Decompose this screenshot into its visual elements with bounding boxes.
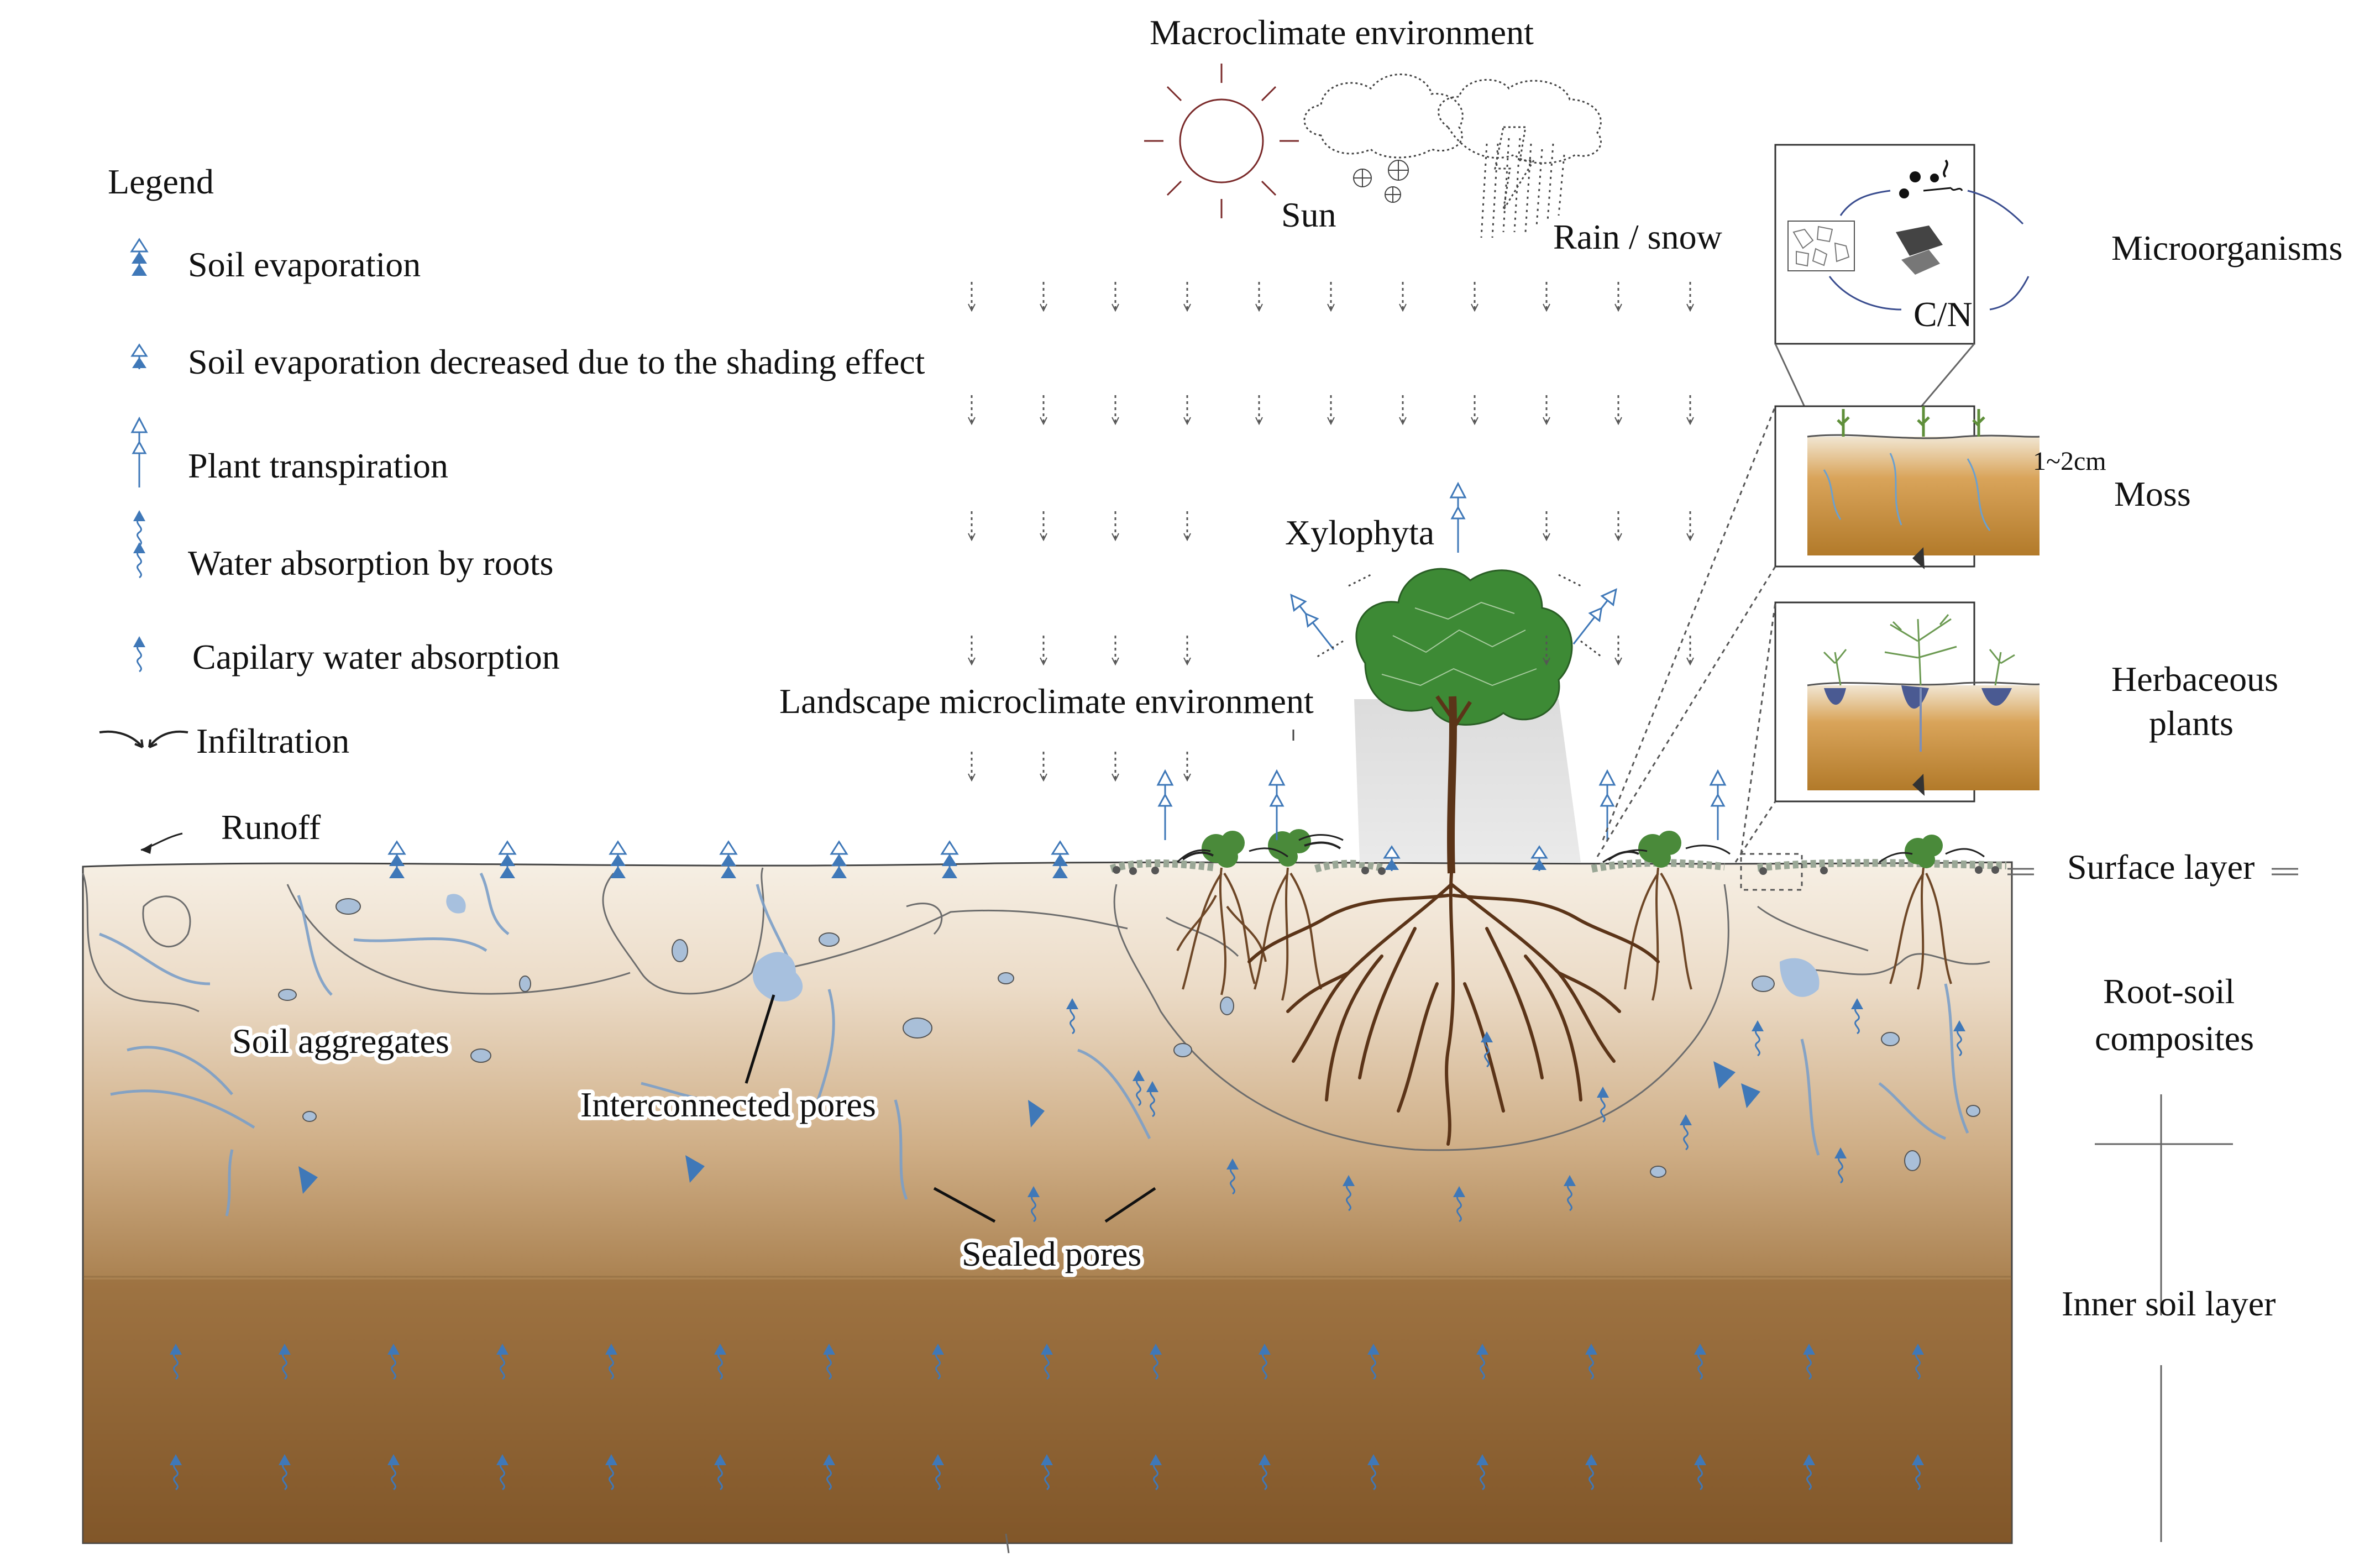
rain-snow-label: Rain / snow (1553, 217, 1722, 256)
soil-profile (82, 861, 2013, 1544)
rain-drop-arrow (1111, 510, 1120, 541)
xylophyta-label: Xylophyta (1285, 513, 1434, 552)
root-absorption-icon (132, 509, 146, 579)
rain-drop-arrow (1255, 394, 1263, 425)
rain-drop-arrow (1111, 751, 1120, 782)
shaded-evaporation-icon (131, 344, 148, 370)
snow-icon (1353, 160, 1409, 203)
moss-depth-label: 1~2cm (2033, 447, 2106, 476)
rain-drop-arrow (967, 634, 976, 665)
plant-transpiration-icon (131, 417, 148, 489)
callout-lines (745, 994, 1156, 1223)
rain-drop-arrow (1327, 394, 1335, 425)
rain-drop-arrow (1614, 281, 1623, 312)
rain-drop-arrow (1542, 281, 1551, 312)
rain-drop-arrow (967, 510, 976, 541)
moss-inset (1774, 405, 2040, 569)
labels: Macroclimate environment Sun Rain / snow… (221, 13, 2342, 1323)
surface-layer-label: Surface layer (2067, 847, 2255, 887)
rain-drop-arrow (1398, 281, 1407, 312)
microorganisms-label: Microorganisms (2111, 228, 2342, 268)
sun-icon (1144, 64, 1299, 218)
rain-drop-arrow (1686, 634, 1695, 665)
runoff-label: Runoff (221, 807, 321, 847)
cn-label: C/N (1913, 295, 1973, 334)
microorganisms-inset (1774, 144, 2030, 345)
legend: Legend Soil evaporation Soil evaporation… (99, 162, 925, 761)
rain-drop-arrow (1542, 510, 1551, 541)
cloud-icon (1303, 74, 1602, 164)
rain-drop-arrow (1614, 510, 1623, 541)
runoff-arrow (140, 832, 183, 854)
sun-label: Sun (1281, 195, 1336, 234)
rain-drop-arrow (1470, 394, 1479, 425)
legend-item-capillary-absorption: Capilary water absorption (192, 637, 560, 677)
rain-drop-arrow (967, 281, 976, 312)
rain-drop-arrow (1686, 510, 1695, 541)
rain-drop-arrow (1255, 281, 1263, 312)
infiltration-icon (99, 730, 188, 748)
soil-evaporation-icon (130, 238, 148, 277)
rain-drop-arrow (1183, 751, 1192, 782)
macroclimate-label: Macroclimate environment (1150, 13, 1534, 52)
capillary-absorption-icon (132, 635, 146, 673)
rain-drop-arrow (1039, 751, 1048, 782)
rain-drop-arrow (1542, 394, 1551, 425)
transpiration-arrows (1157, 483, 1726, 841)
landscape-microclimate-label: Landscape microclimate environment (779, 681, 1314, 721)
inner-soil-layer-label: Inner soil layer (2062, 1284, 2276, 1323)
rain-drop-arrow (1111, 281, 1120, 312)
rain-drop-arrow (967, 751, 976, 782)
sealed-pores-label: Sealed pores (962, 1234, 1141, 1273)
legend-item-shaded-evaporation: Soil evaporation decreased due to the sh… (188, 342, 925, 381)
rain-drop-arrow (1614, 634, 1623, 665)
rain-drop-arrow (1111, 394, 1120, 425)
rain-drop-arrow (1686, 281, 1695, 312)
interconnected-pores-label: Interconnected pores (580, 1085, 876, 1124)
surface-crust (1109, 829, 2007, 1001)
rain-drop-arrow (1327, 281, 1335, 312)
legend-title: Legend (108, 162, 214, 201)
herbaceous-label-1: Herbaceous (2111, 659, 2278, 699)
legend-item-root-absorption: Water absorption by roots (188, 543, 553, 583)
root-soil-label-1: Root-soil (2103, 972, 2235, 1011)
rain-drop-arrow (1039, 634, 1048, 665)
moss-label: Moss (2114, 474, 2191, 513)
legend-item-plant-transpiration: Plant transpiration (188, 446, 448, 485)
legend-item-infiltration: Infiltration (196, 721, 349, 761)
herbaceous-label-2: plants (2149, 704, 2234, 743)
rain-drop-arrow (1039, 394, 1048, 425)
rain-drop-arrow (1398, 394, 1407, 425)
rain-drop-arrow (967, 394, 976, 425)
legend-item-soil-evaporation: Soil evaporation (188, 245, 421, 284)
inset-connectors (1596, 406, 1803, 891)
rain-drop-arrow (1470, 281, 1479, 312)
rain-drop-arrow (1183, 510, 1192, 541)
rain-icon (1480, 126, 1565, 238)
infiltration-arcs (1182, 841, 1639, 861)
rain-drop-arrow (1183, 634, 1192, 665)
rain-drop-arrow (1111, 634, 1120, 665)
rain-drop-arrow (1183, 394, 1192, 425)
rain-drop-arrow (1183, 281, 1192, 312)
rain-drop-arrow (1039, 281, 1048, 312)
soil-aggregates-label: Soil aggregates (232, 1021, 449, 1061)
root-soil-label-2: composites (2095, 1019, 2254, 1058)
rain-drop-arrow (1039, 510, 1048, 541)
rain-drop-arrow (1686, 394, 1695, 425)
herbaceous-inset (1774, 601, 2040, 803)
layer-dividers (1005, 868, 2298, 1554)
xylophyta-tree (1247, 568, 1660, 1146)
rain-drop-arrow (1614, 394, 1623, 425)
